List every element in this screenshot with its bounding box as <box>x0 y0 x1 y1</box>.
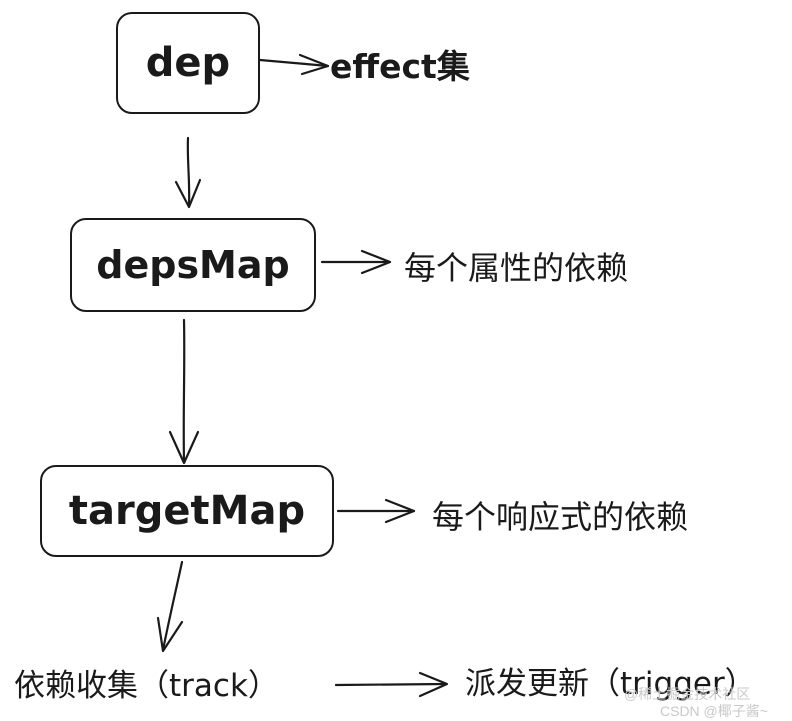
arrow-track-to-trigger <box>334 671 449 698</box>
targetMap-node: targetMap <box>40 465 334 557</box>
dep-node-label: dep <box>145 40 231 86</box>
dep-node: dep <box>116 12 260 114</box>
depsMap-node: depsMap <box>70 218 316 312</box>
targetMap-node-label: targetMap <box>68 488 306 534</box>
watermark-line1: @稀土掘金技术社区 <box>624 686 751 702</box>
arrow-dep-to-effect <box>258 53 330 76</box>
arrow-depsMap-to-text <box>320 249 392 275</box>
arrow-targetMap-to-track <box>156 560 184 653</box>
arrow-dep-to-depsMap <box>174 136 202 209</box>
targetMap-annotation: 每个响应式的依赖 <box>432 498 689 536</box>
effect-annotation: effect集 <box>330 47 470 86</box>
watermark-line2: CSDN @椰子酱~ <box>660 703 768 719</box>
depsMap-annotation: 每个属性的依赖 <box>404 249 629 287</box>
track-label: 依赖收集（track） <box>14 668 279 704</box>
arrow-depsMap-to-targetMap <box>168 318 200 465</box>
depsMap-node-label: depsMap <box>96 243 290 287</box>
trigger-label: 派发更新（trigger） <box>465 666 756 702</box>
arrow-targetMap-to-text <box>336 498 416 524</box>
